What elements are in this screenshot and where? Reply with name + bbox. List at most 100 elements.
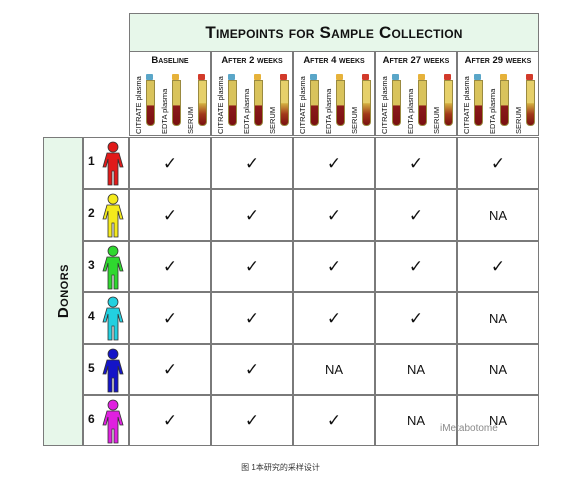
tube-body	[418, 80, 427, 126]
collection-cell: ✓	[211, 292, 293, 344]
tube-body	[336, 80, 345, 126]
checkmark-icon: ✓	[162, 411, 178, 430]
collection-cell: NA	[375, 344, 457, 395]
collection-cell: ✓	[211, 344, 293, 395]
collection-cell: ✓	[375, 189, 457, 241]
tube-cap	[526, 74, 533, 80]
person-icon	[102, 348, 124, 393]
tube-label: CITRATE plasma	[216, 76, 225, 134]
donor-number: 4	[88, 309, 95, 323]
tube-label: SERUM	[432, 106, 441, 134]
collection-cell: NA	[293, 344, 375, 395]
tube-label: SERUM	[514, 106, 523, 134]
collection-cell: ✓	[293, 395, 375, 446]
person-icon	[102, 296, 124, 341]
checkmark-icon: ✓	[408, 308, 424, 328]
tube-label: EDTA plasma	[406, 88, 415, 134]
donor-header: 2	[83, 189, 129, 241]
tube-label: CITRATE plasma	[380, 76, 389, 134]
collection-cell: ✓	[129, 241, 211, 292]
checkmark-icon: ✓	[162, 257, 178, 276]
collection-cell: ✓	[129, 137, 211, 189]
na-label: NA	[406, 413, 426, 428]
donor-number: 3	[88, 258, 95, 272]
checkmark-icon: ✓	[490, 257, 506, 276]
collection-cell: ✓	[293, 292, 375, 344]
collection-cell: ✓	[129, 189, 211, 241]
tube-cap	[280, 74, 287, 80]
donors-label: Donors	[43, 137, 83, 446]
collection-cell: NA	[457, 292, 539, 344]
checkmark-icon: ✓	[244, 257, 260, 276]
tube-body	[146, 80, 155, 126]
collection-cell: ✓	[375, 292, 457, 344]
tube-body	[280, 80, 289, 126]
checkmark-icon: ✓	[326, 257, 342, 276]
collection-cell: ✓	[129, 395, 211, 446]
donor-header: 5	[83, 344, 129, 395]
tube-cap	[444, 74, 451, 80]
tube-label: EDTA plasma	[324, 88, 333, 134]
collection-cell: ✓	[293, 189, 375, 241]
tube-cap	[474, 74, 481, 80]
person-icon	[102, 245, 124, 290]
collection-cell: ✓	[457, 137, 539, 189]
tube-label: EDTA plasma	[488, 88, 497, 134]
collection-cell: NA	[457, 189, 539, 241]
collection-cell: ✓	[211, 189, 293, 241]
tube-body	[392, 80, 401, 126]
donor-header: 6	[83, 395, 129, 446]
collection-cell: ✓	[293, 137, 375, 189]
tube-body	[310, 80, 319, 126]
timepoint-label: After 29 weeks	[464, 55, 532, 66]
checkmark-icon: ✓	[408, 153, 424, 173]
tube-label: CITRATE plasma	[462, 76, 471, 134]
tube-cap	[254, 74, 261, 80]
collection-cell: ✓	[375, 241, 457, 292]
tube-cap	[336, 74, 343, 80]
checkmark-icon: ✓	[162, 205, 178, 225]
tube-label: EDTA plasma	[242, 88, 251, 134]
na-label: NA	[488, 413, 508, 428]
checkmark-icon: ✓	[244, 205, 260, 225]
tube-cap	[418, 74, 425, 80]
collection-cell: ✓	[375, 137, 457, 189]
donor-number: 1	[88, 154, 95, 168]
collection-cell: ✓	[457, 241, 539, 292]
timepoint-label: After 4 weeks	[303, 55, 365, 66]
checkmark-icon: ✓	[162, 308, 178, 328]
tube-cap	[392, 74, 399, 80]
donor-number: 6	[88, 412, 95, 426]
donor-number: 2	[88, 206, 95, 220]
na-label: NA	[406, 362, 426, 377]
checkmark-icon: ✓	[326, 411, 342, 430]
tube-label: CITRATE plasma	[134, 76, 143, 134]
collection-cell: NA	[457, 395, 539, 446]
timepoint-label: After 27 weeks	[382, 55, 450, 66]
collection-cell: NA	[375, 395, 457, 446]
checkmark-icon: ✓	[408, 205, 424, 225]
checkmark-icon: ✓	[244, 411, 260, 430]
timepoint-label: Baseline	[151, 55, 189, 66]
figure-caption: 图 1本研究的采样设计	[241, 463, 320, 472]
donor-number: 5	[88, 361, 95, 375]
checkmark-icon: ✓	[244, 308, 260, 328]
donor-header: 4	[83, 292, 129, 344]
na-label: NA	[488, 310, 508, 326]
watermark: iMetabotome	[440, 423, 498, 434]
checkmark-icon: ✓	[326, 205, 342, 225]
donor-header: 1	[83, 137, 129, 189]
na-label: NA	[324, 362, 344, 377]
tube-body	[228, 80, 237, 126]
tube-body	[198, 80, 207, 126]
tube-label: EDTA plasma	[160, 88, 169, 134]
table-title: Timepoints for Sample Collection	[129, 13, 539, 52]
collection-cell: NA	[457, 344, 539, 395]
collection-cell: ✓	[129, 292, 211, 344]
tube-cap	[310, 74, 317, 80]
